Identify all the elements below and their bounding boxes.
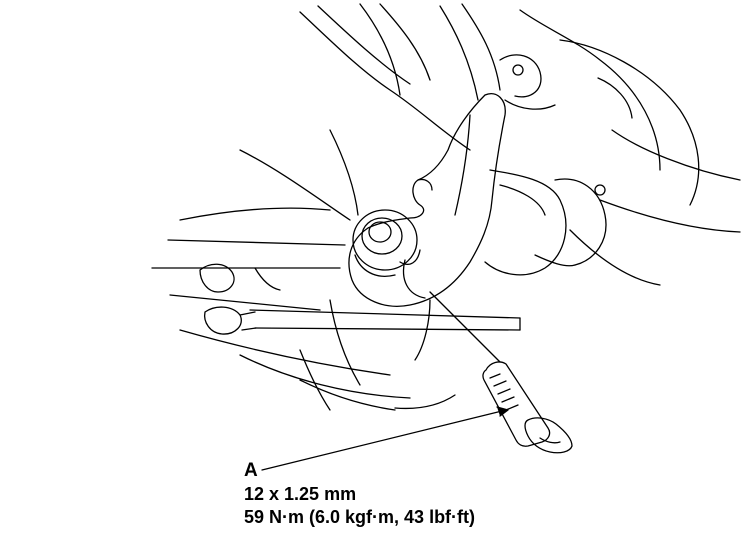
- ball-joint-bushing: [352, 209, 421, 277]
- stabilizer-link: [151, 239, 521, 335]
- callout-letter: A: [244, 460, 258, 481]
- background-lower: [179, 299, 456, 411]
- callout-leader: [261, 409, 507, 471]
- steering-knuckle: [484, 169, 607, 276]
- leader-line-arm: [429, 291, 501, 363]
- torque-spec-label: 59 N·m (6.0 kgf·m, 43 lbf·ft): [244, 507, 476, 527]
- bolt-size-label: 12 x 1.25 mm: [244, 484, 357, 504]
- callout-arrowhead: [496, 406, 509, 417]
- background-chassis: [179, 3, 741, 286]
- bolt-a-icon: [482, 361, 573, 454]
